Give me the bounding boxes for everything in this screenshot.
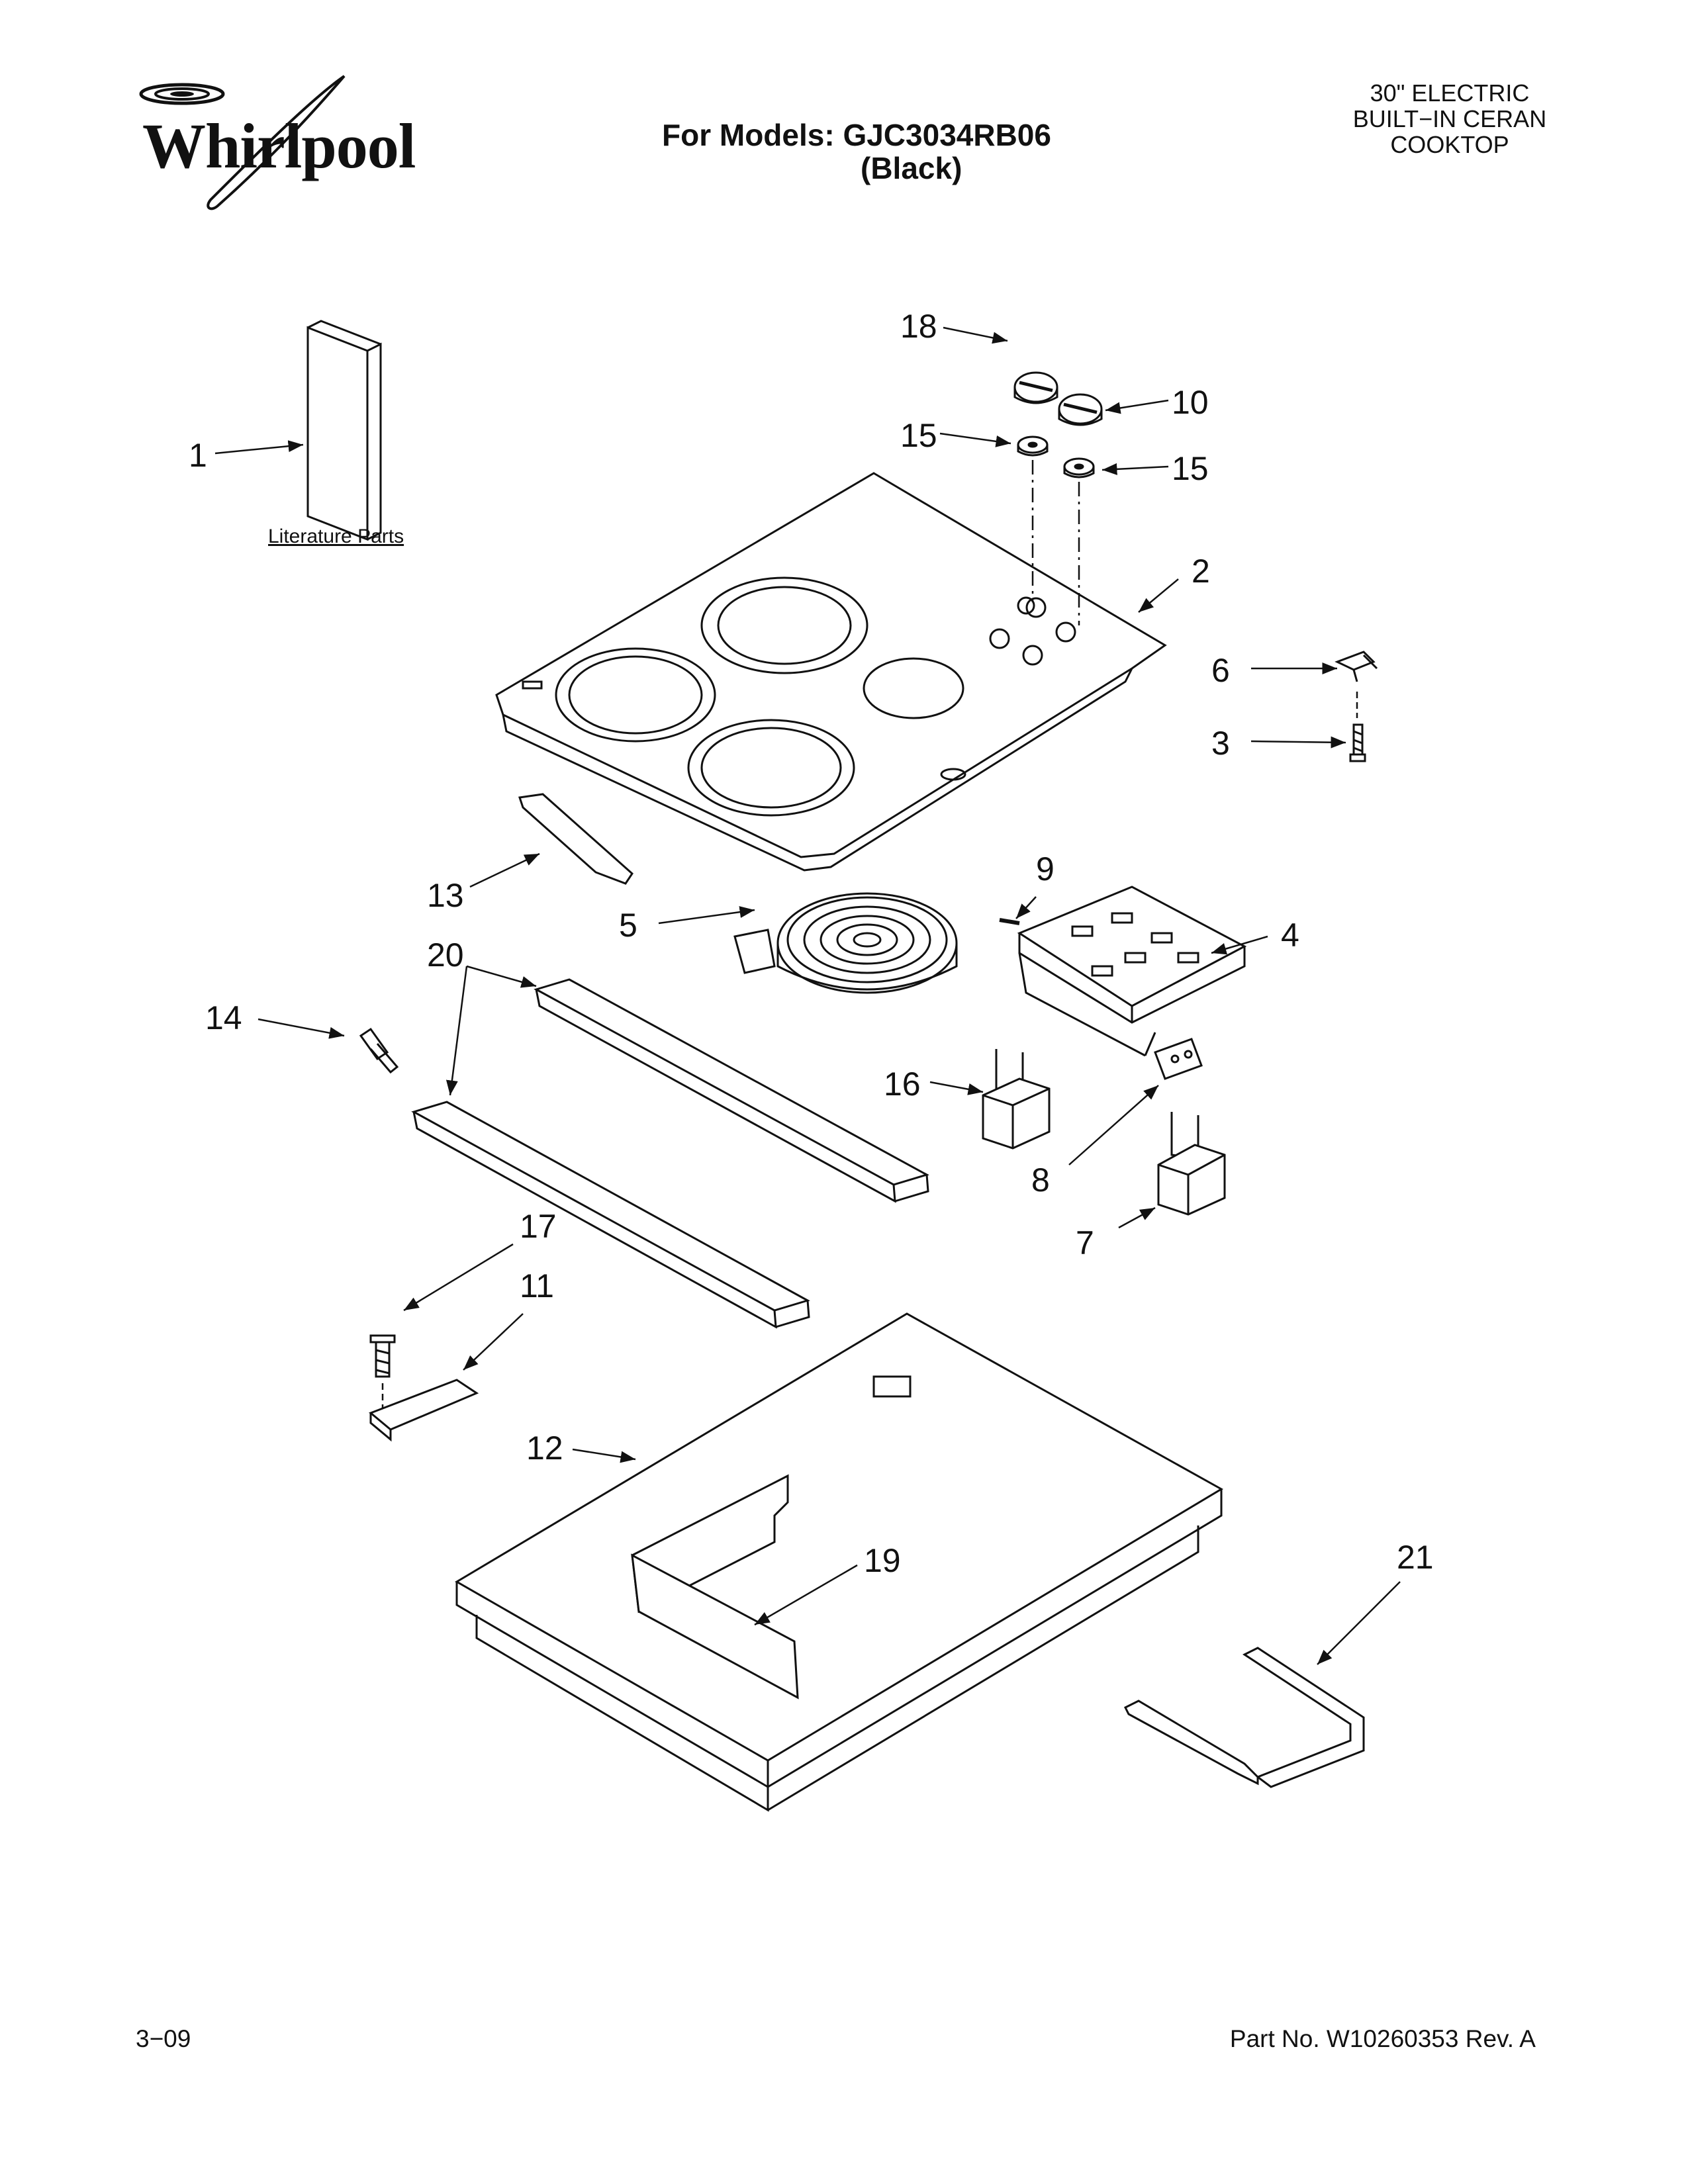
part-20-rail-lower [411,1101,810,1329]
product-line-1: 30" ELECTRIC [1370,79,1530,107]
callout-4: 4 [1281,917,1299,954]
part-11-bracket [369,1379,479,1442]
part-9-wire [999,918,1020,925]
part-18-knob [1013,371,1058,404]
callout-11: 11 [520,1267,554,1304]
part-20-rail-upper [534,978,929,1203]
part-7-switch [1157,1112,1226,1216]
literature-parts-label: Literature Parts [268,525,404,547]
part-12-cooktop-box [455,1312,1223,1812]
callout-19: 19 [864,1542,901,1579]
model-heading: For Models: GJC3034RB06 (Black) [662,118,1059,185]
callout-15-left: 15 [900,417,937,454]
callout-10: 10 [1172,384,1209,421]
part-15-bezel-right [1063,457,1095,478]
callout-8: 8 [1031,1161,1050,1199]
callout-7: 7 [1076,1224,1094,1261]
callout-13: 13 [427,877,464,914]
callout-21: 21 [1397,1539,1434,1576]
part-17-screw [369,1334,396,1378]
callout-1: 1 [189,437,207,474]
callout-18: 18 [900,308,937,345]
part-16-switch [982,1049,1051,1150]
part-10-knob [1058,393,1103,426]
product-type: 30" ELECTRIC BUILT−IN CERAN COOKTOP [1278,79,1622,158]
color-line: (Black) [861,150,962,185]
callout-labels: 1 2 3 4 5 6 7 8 9 10 11 12 13 14 15 15 1… [189,308,1434,1579]
whirlpool-swirl-icon [139,75,346,210]
callout-9: 9 [1036,850,1055,887]
part-2-ceran-cooktop [495,472,1167,872]
brand-logo-text: Whirlpool [142,111,416,181]
part-1-literature-booklet [306,320,382,541]
callout-15-right: 15 [1172,450,1209,487]
part-19-heat-shield [631,1474,799,1700]
product-line-3: COOKTOP [1390,130,1509,158]
part-15-bezel-left [1017,435,1049,457]
callout-17: 17 [520,1208,557,1245]
callout-2: 2 [1192,553,1210,590]
part-3-screw [1349,723,1366,762]
callout-6: 6 [1211,652,1230,689]
part-8-plate [1154,1038,1203,1080]
part-14-screw [359,1027,399,1074]
product-line-2: BUILT−IN CERAN [1352,105,1547,132]
callout-3: 3 [1211,725,1230,762]
part-6-clip [1335,651,1378,682]
callout-14: 14 [205,999,242,1036]
part-5-radiant-element [733,892,958,994]
callout-leaders [214,326,1401,1665]
callout-16: 16 [884,1066,921,1103]
revision-date: 3−09 [136,2025,191,2052]
part-13-heat-strip [518,793,633,885]
part-21-bracket [1123,1647,1365,1788]
callout-20: 20 [427,936,464,974]
part-4-control-bracket [1017,886,1247,1057]
callout-12: 12 [526,1430,563,1467]
callout-5: 5 [619,907,637,944]
part-number: Part No. W10260353 Rev. A [1229,2025,1536,2052]
models-line: For Models: GJC3034RB06 [662,118,1051,152]
